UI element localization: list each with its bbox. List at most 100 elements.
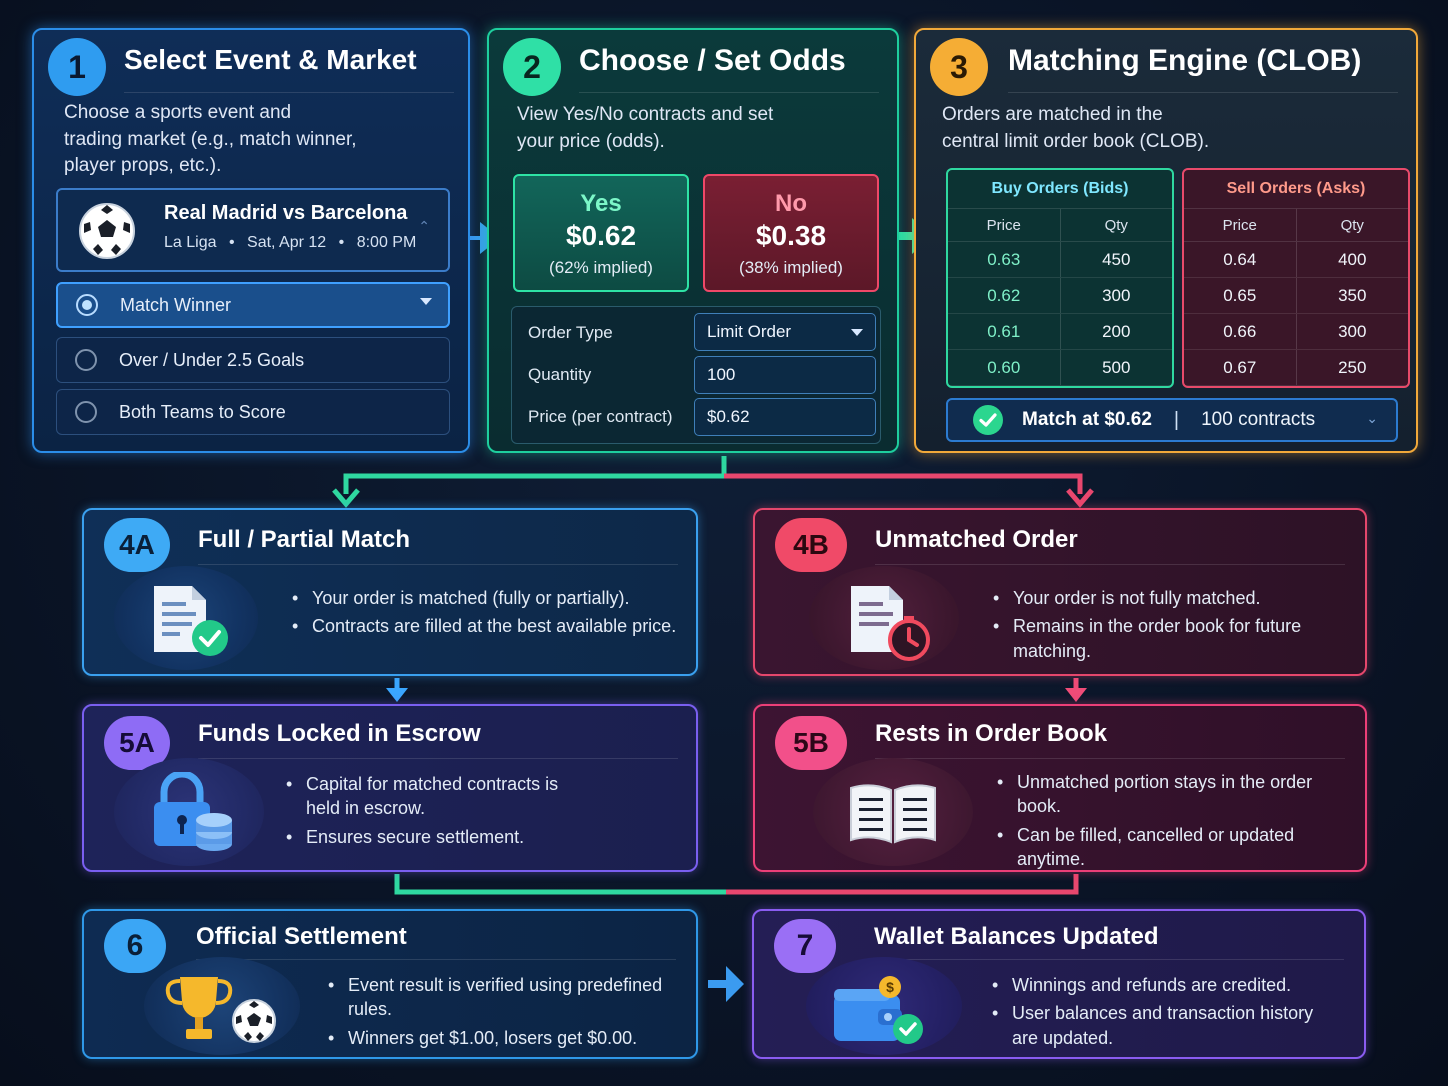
no-implied: (38% implied) <box>739 258 843 277</box>
icon-backdrop <box>144 957 300 1055</box>
event-meta: La Liga • Sat, Apr 12 • 8:00 PM <box>164 234 417 251</box>
step-1-description: Choose a sports event and trading market… <box>64 102 357 177</box>
bullet-item: Winners get $1.00, losers get $0.00. <box>326 1026 686 1051</box>
bullet-item: Ensures secure settlement. <box>284 825 584 850</box>
market-option-both-teams[interactable]: Both Teams to Score <box>56 389 450 435</box>
step-4b-panel: 4B Unmatched Order Your order is not ful… <box>753 508 1367 676</box>
step-5a-panel: 5A Funds Locked in Escrow Capital for ma… <box>82 704 698 872</box>
divider <box>196 959 676 960</box>
step-5a-title: Funds Locked in Escrow <box>198 720 481 747</box>
step-5b-panel: 5B Rests in Order Book Unmatched portion… <box>753 704 1367 872</box>
trophy-ball-icon <box>165 977 276 1043</box>
yes-price: $0.62 <box>565 220 637 251</box>
branch-right-arrowhead <box>1066 488 1094 508</box>
step-4a-badge: 4A <box>104 518 170 572</box>
step-7-title: Wallet Balances Updated <box>874 923 1159 950</box>
arrow-1-to-2 <box>462 222 500 254</box>
step-4a-panel: 4A Full / Partial Match Your order is ma… <box>82 508 698 676</box>
divider <box>198 758 678 759</box>
branch-left-arrowhead <box>332 488 360 508</box>
market-label: Both Teams to Score <box>119 401 286 422</box>
chevron-down-icon <box>420 298 432 305</box>
radio-icon <box>75 401 97 423</box>
arrow-6-to-7 <box>708 966 744 1002</box>
no-contract-card[interactable]: No $0.38 (38% implied) <box>703 174 879 292</box>
yes-contract-card[interactable]: Yes $0.62 (62% implied) <box>513 174 689 292</box>
bullet-item: Your order is matched (fully or partiall… <box>290 586 690 611</box>
step-5b-bullets: Unmatched portion stays in the order boo… <box>995 770 1335 871</box>
asks-header: Price Qty <box>1184 208 1408 242</box>
bullet-item: Capital for matched contracts is held in… <box>284 772 584 821</box>
bullet-item: Event result is verified using predefine… <box>326 973 686 1022</box>
bids-title: Buy Orders (Bids) <box>991 180 1129 197</box>
match-separator: | <box>1173 408 1180 431</box>
step-6-badge: 6 <box>104 919 166 973</box>
step-3-title: Matching Engine (CLOB) <box>1008 44 1362 77</box>
wallet-check-icon: $ <box>834 976 923 1044</box>
soccer-ball-icon <box>79 203 135 259</box>
divider <box>874 959 1344 960</box>
divider <box>198 564 678 565</box>
radio-icon <box>75 349 97 371</box>
order-type-select[interactable]: Limit Order <box>694 313 876 351</box>
icon-backdrop <box>813 758 973 866</box>
bullet-item: Your order is not fully matched. <box>991 586 1351 611</box>
padlock-coins-icon <box>154 772 232 851</box>
market-option-match-winner[interactable]: Match Winner <box>56 282 450 328</box>
bullet-item: User balances and transaction history ar… <box>990 1001 1340 1050</box>
branch-left-line <box>343 456 727 494</box>
quantity-label: Quantity <box>528 365 592 384</box>
document-clock-icon <box>851 586 930 661</box>
price-label: Price (per contract) <box>528 407 673 426</box>
order-type-value: Limit Order <box>707 322 792 341</box>
step-3-badge: 3 <box>930 38 988 96</box>
step-2-badge: 2 <box>503 38 561 96</box>
divider <box>875 758 1345 759</box>
quantity-input[interactable]: 100 <box>694 356 876 394</box>
bids-header: Price Qty <box>948 208 1172 242</box>
step-3-panel: 3 Matching Engine (CLOB) Orders are matc… <box>914 28 1418 453</box>
price-col-header: Price <box>1184 209 1297 241</box>
chevron-down-icon <box>851 329 863 336</box>
event-name: Real Madrid vs Barcelona <box>164 202 408 224</box>
no-price: $0.38 <box>755 220 827 251</box>
check-circle-icon <box>973 405 1003 435</box>
bullet-item: Remains in the order book for future mat… <box>991 614 1351 663</box>
divider <box>875 564 1345 565</box>
step-4b-badge: 4B <box>775 518 847 572</box>
chevron-up-icon: ⌃ <box>418 218 430 234</box>
bullet-item: Contracts are filled at the best availab… <box>290 614 690 639</box>
step-7-badge: 7 <box>774 919 836 973</box>
event-date: Sat, Apr 12 <box>247 234 327 251</box>
qty-col-header: Qty <box>1340 216 1364 234</box>
event-card[interactable]: Real Madrid vs Barcelona La Liga • Sat, … <box>56 188 450 272</box>
match-contracts: 100 contracts <box>1201 409 1316 430</box>
event-time: 8:00 PM <box>356 234 417 251</box>
step-7-panel: 7 Wallet Balances Updated $ Winnings and… <box>752 909 1366 1059</box>
match-price: Match at $0.62 <box>1022 409 1152 430</box>
merge-left-line <box>394 874 726 895</box>
yes-label: Yes <box>580 190 622 217</box>
step-6-panel: 6 Official Settlement Event result is ve… <box>82 909 698 1059</box>
step-4b-title: Unmatched Order <box>875 526 1078 553</box>
step-5b-title: Rests in Order Book <box>875 720 1108 747</box>
step-7-bullets: Winnings and refunds are credited. User … <box>990 973 1340 1050</box>
step-5a-badge: 5A <box>104 716 170 770</box>
step-2-description: View Yes/No contracts and set your price… <box>517 104 774 152</box>
match-result-bar[interactable]: Match at $0.62 | 100 contracts ⌄ <box>946 398 1398 442</box>
market-option-over-under[interactable]: Over / Under 2.5 Goals <box>56 337 450 383</box>
radio-selected-icon <box>76 294 98 316</box>
divider <box>579 92 879 93</box>
step-1-panel: 1 Select Event & Market Choose a sports … <box>32 28 470 453</box>
qty-col-header: Qty <box>1104 216 1128 234</box>
bullet-item: Winnings and refunds are credited. <box>990 973 1340 998</box>
price-input[interactable]: $0.62 <box>694 398 876 436</box>
